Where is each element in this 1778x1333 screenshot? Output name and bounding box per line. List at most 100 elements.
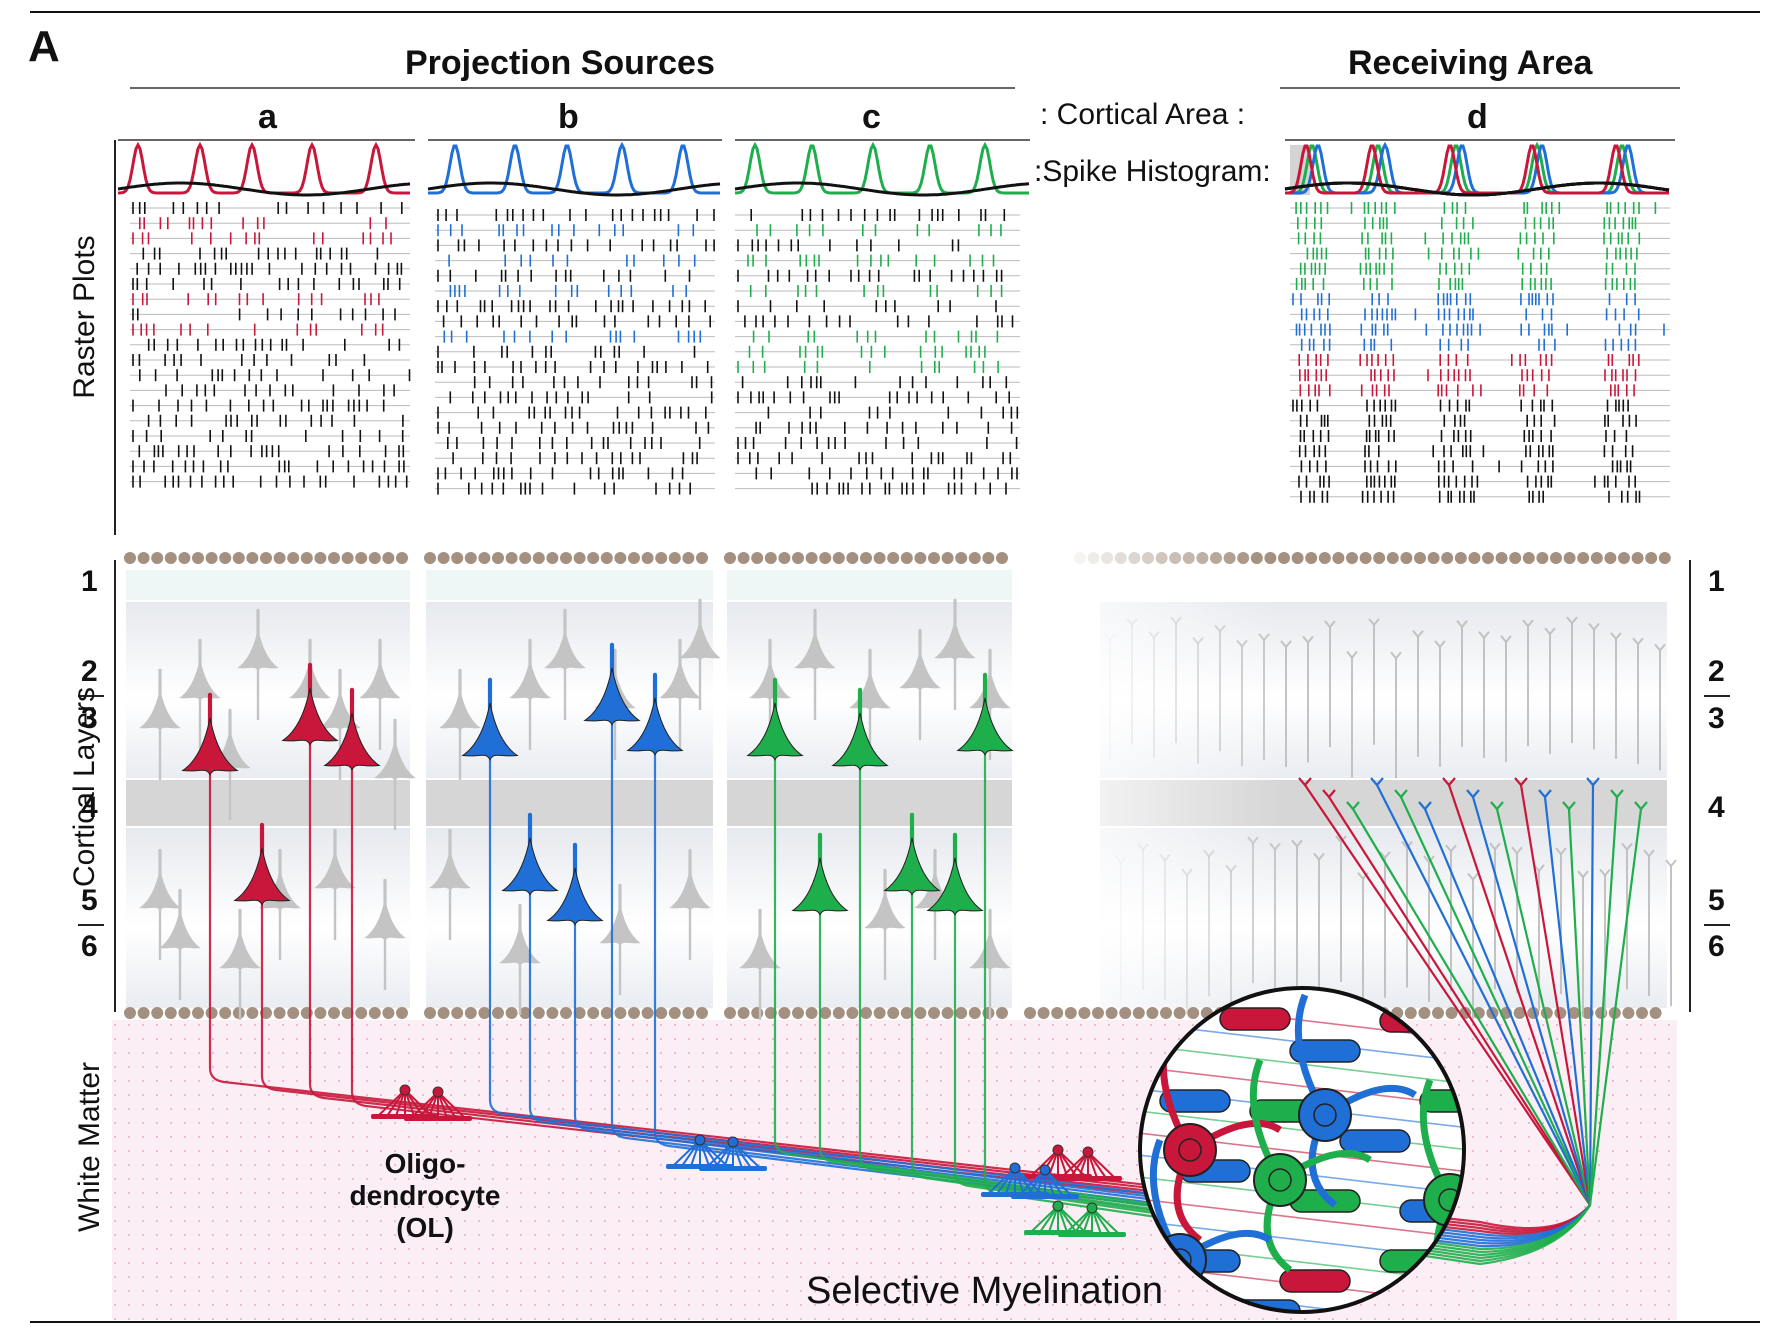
layer1-band <box>126 570 410 600</box>
dendrite-tip <box>1115 855 1127 864</box>
receiving-axon <box>1471 796 1592 1206</box>
membrane-dot <box>314 1007 327 1019</box>
membrane-dot <box>1092 1007 1104 1019</box>
membrane-dot <box>424 1007 436 1019</box>
membrane-dot <box>628 552 640 564</box>
membrane-dot <box>246 1007 259 1019</box>
receiving-axon <box>1447 784 1592 1206</box>
membrane-dot <box>1645 552 1658 564</box>
soma <box>544 628 586 672</box>
axon-terminal <box>1586 777 1600 787</box>
membrane-dot <box>368 552 381 564</box>
soma <box>934 618 976 662</box>
axon-terminal <box>1418 801 1432 811</box>
membrane-dot <box>137 552 150 564</box>
membrane-dot <box>668 1007 681 1019</box>
membrane-dot <box>668 552 681 564</box>
membrane-dot <box>955 552 968 564</box>
membrane-dot <box>437 1007 450 1019</box>
axon-terminal <box>1370 777 1384 787</box>
receiving-axon <box>1567 808 1592 1206</box>
receiving-axon <box>1328 796 1591 1206</box>
dendrite-tip <box>1588 622 1600 632</box>
layer-right-4: 4 <box>1708 791 1725 824</box>
oligodendrocyte-label-line-3: (OL) <box>396 1212 454 1243</box>
column-label-d: d <box>1467 98 1488 136</box>
header-projection-sources: Projection Sources <box>405 44 715 82</box>
soma <box>626 697 684 756</box>
axon-terminal <box>1634 801 1648 811</box>
zoom-axon <box>1140 1197 1464 1239</box>
gray-pyramidal-neuron-icon <box>237 608 279 720</box>
oligodendrocyte-icon <box>699 1136 767 1171</box>
dendrite-tip <box>1632 637 1644 646</box>
gray-pyramidal-neuron-icon <box>934 598 976 710</box>
receiving-axon <box>1543 796 1592 1206</box>
ol-process <box>987 1167 1016 1195</box>
ol-soma <box>1009 1162 1021 1174</box>
histogram-d-red <box>1285 144 1669 195</box>
dendrite-tip <box>1335 835 1347 844</box>
ol-soma <box>432 1086 444 1098</box>
membrane-dot <box>614 1007 627 1019</box>
soma <box>159 908 201 952</box>
histogram-d-red-baseline <box>1284 181 1670 197</box>
dendrite-tip <box>1258 633 1270 642</box>
dendrite-tip <box>1104 632 1116 642</box>
header-receiving-area: Receiving Area <box>1348 44 1593 82</box>
dendrite-tip <box>1489 842 1501 851</box>
soma <box>831 712 889 771</box>
zoom-myelin-sheath <box>1279 1269 1351 1293</box>
soma <box>179 658 221 702</box>
membrane-dot <box>328 1007 340 1019</box>
layer-left-3: 3 <box>81 702 98 735</box>
ol-process <box>377 1089 406 1117</box>
membrane-dot <box>273 1007 286 1019</box>
zoom-myelin-sheath <box>1289 1039 1361 1063</box>
ol-process <box>699 1139 728 1167</box>
ol-process <box>705 1141 734 1169</box>
membrane-dot <box>751 1007 764 1019</box>
membrane-dot <box>1495 552 1508 564</box>
membrane-dot <box>805 552 818 564</box>
gray-pyramidal-neuron-icon <box>179 638 221 750</box>
soma <box>219 928 261 972</box>
membrane-dot <box>396 1007 408 1019</box>
pyramidal-neuron-icon <box>883 812 941 896</box>
membrane-dot <box>914 1007 927 1019</box>
soma <box>599 903 641 947</box>
membrane-dot <box>478 1007 491 1019</box>
gray-pyramidal-neuron-icon <box>509 638 551 750</box>
dendrite-tip <box>1137 843 1149 852</box>
membrane-dot <box>1101 552 1114 564</box>
gray-pyramidal-neuron-icon <box>544 608 586 720</box>
receiving-axon <box>1304 784 1591 1206</box>
membrane-dot <box>832 1007 845 1019</box>
membrane-dot <box>1658 552 1671 564</box>
dendrite-tip <box>1313 852 1325 862</box>
soma <box>323 712 381 771</box>
membrane-dot <box>219 1007 232 1019</box>
soma <box>314 848 356 892</box>
membrane-dot <box>1427 552 1440 564</box>
layer1-band <box>426 570 713 600</box>
membrane-dot <box>1237 552 1250 564</box>
membrane-dot <box>341 1007 354 1019</box>
membrane-dot <box>778 1007 791 1019</box>
membrane-dot <box>1554 1007 1567 1019</box>
membrane-dot <box>546 552 559 564</box>
dendrite-tip <box>1478 631 1490 640</box>
membrane-dot <box>778 552 791 564</box>
dendrite-tip <box>1181 868 1193 877</box>
membrane-dot <box>1631 552 1644 564</box>
receiving-axon <box>1352 808 1591 1206</box>
ol-process <box>1064 1207 1093 1235</box>
axon-terminal <box>1490 801 1504 811</box>
dendrite-tip <box>1302 635 1314 644</box>
membrane-dot <box>764 552 777 564</box>
myelin-sheath <box>458 1116 472 1121</box>
dendrite-tip <box>1269 842 1281 851</box>
membrane-dot <box>724 552 736 564</box>
membrane-dot <box>178 552 191 564</box>
